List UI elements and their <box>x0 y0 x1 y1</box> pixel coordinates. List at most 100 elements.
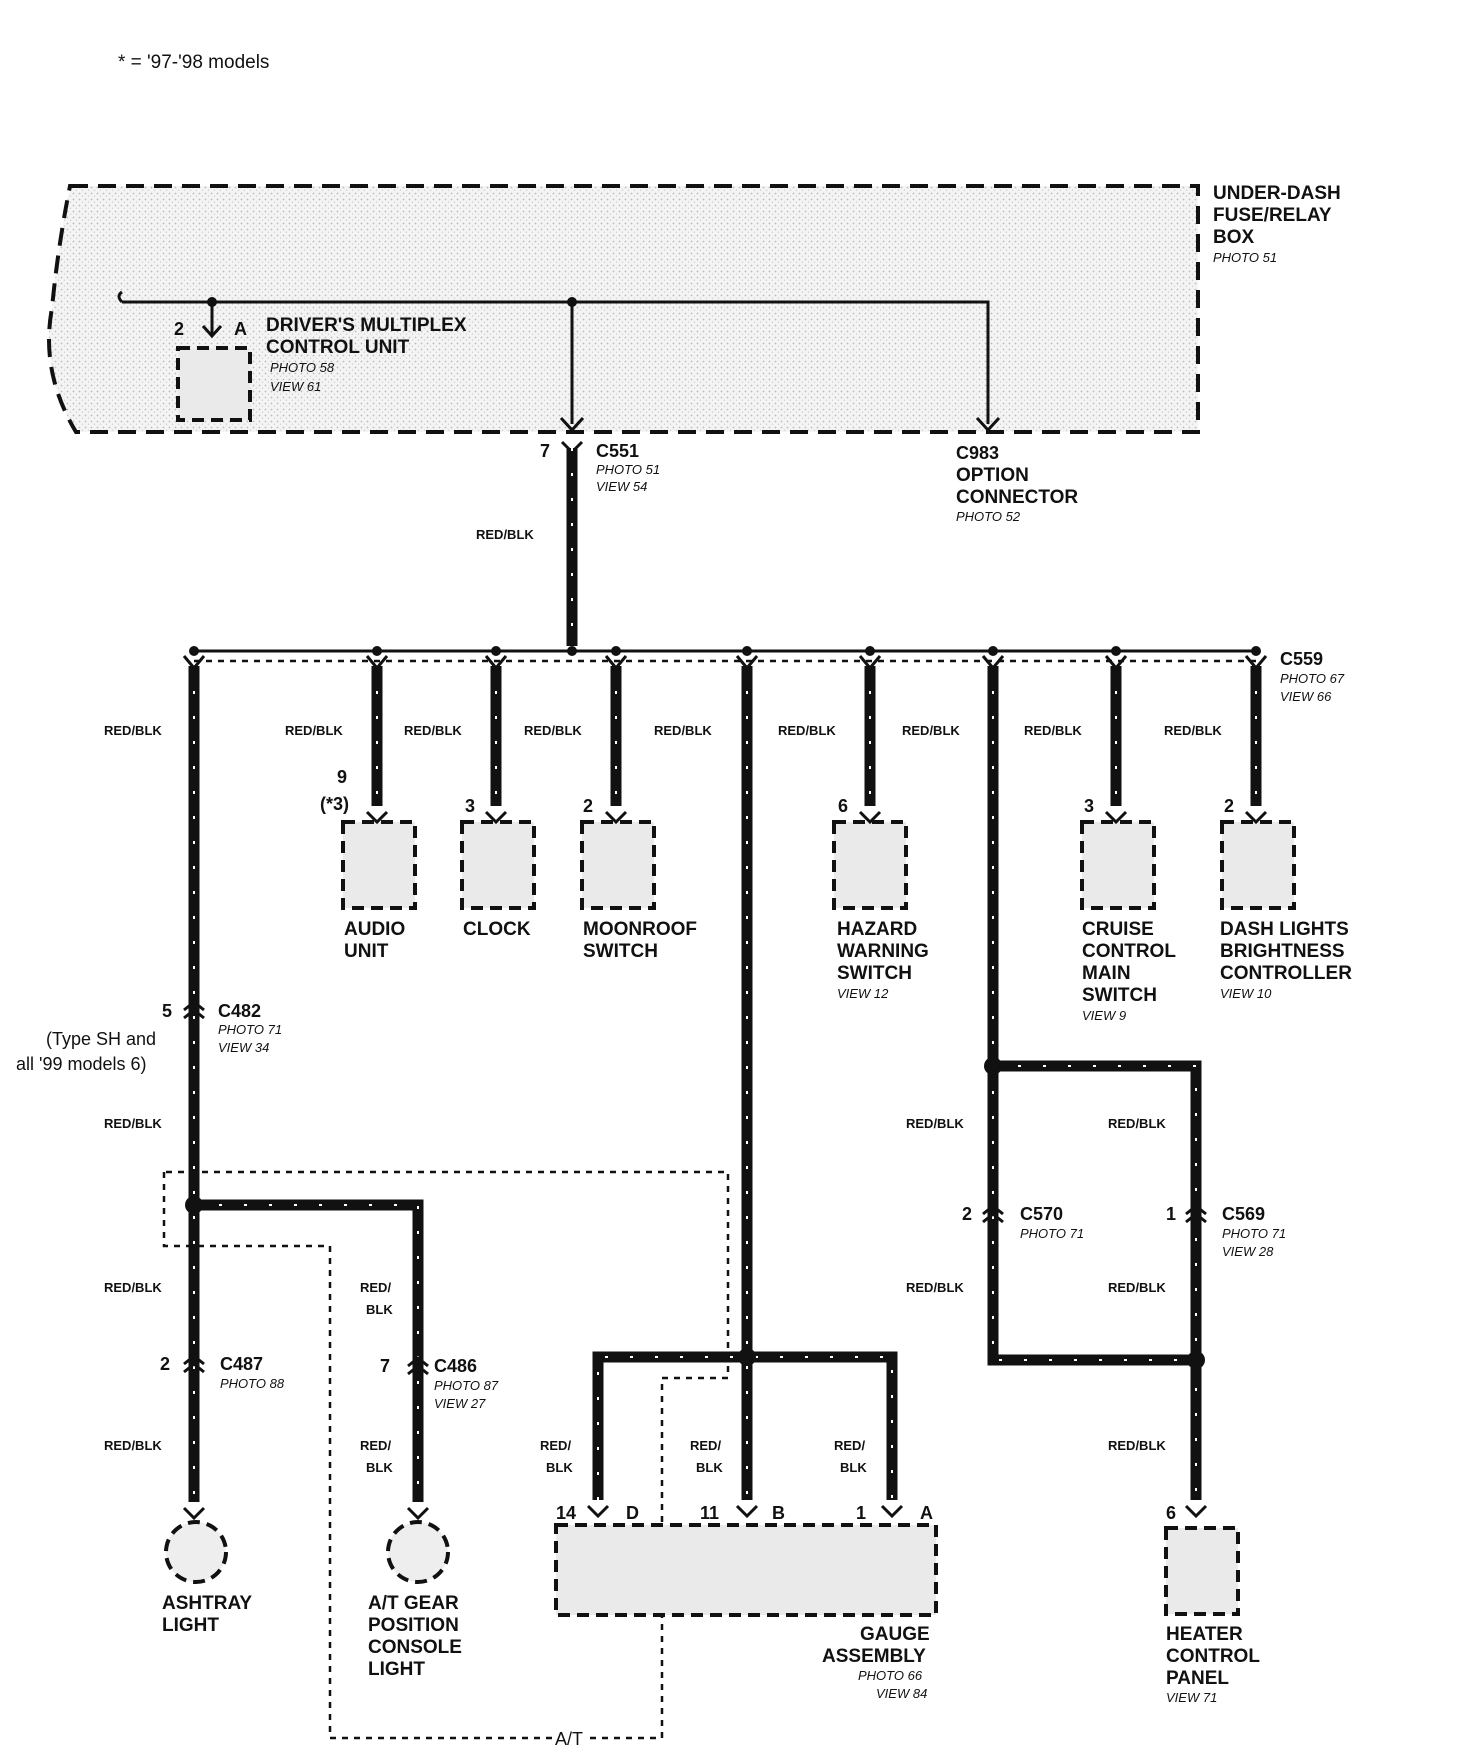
heater-view: VIEW 71 <box>1166 1690 1217 1705</box>
dmcu-terminal: A <box>234 319 247 339</box>
at-gear-label: A/T GEAR <box>368 1593 459 1614</box>
c570-name: C570 <box>1020 1204 1063 1224</box>
splice-dots <box>185 1057 1205 1369</box>
c559-bus-dots <box>189 646 1261 656</box>
gauge-connector-marks <box>586 1504 904 1519</box>
hazard-pin: 6 <box>838 796 848 816</box>
c569-name: C569 <box>1222 1204 1265 1224</box>
wire-color-label: RED/BLK <box>1164 723 1222 738</box>
c551-photo: PHOTO 51 <box>596 462 660 477</box>
wire-color-label: RED/BLK <box>1108 1438 1166 1453</box>
clock-pin: 3 <box>465 796 475 816</box>
c482-note: all '99 models 6) <box>16 1054 147 1074</box>
wire-color-label: RED/BLK <box>654 723 712 738</box>
wire-color-label: RED/BLK <box>476 527 534 542</box>
wire-color-label: BLK <box>366 1302 393 1317</box>
branch-wires <box>188 666 1262 1502</box>
c551-arrow <box>559 416 585 433</box>
c551-pin: 7 <box>540 441 550 461</box>
clock-box <box>460 820 536 910</box>
branch-connector-marks <box>182 655 1268 671</box>
c569-photo: PHOTO 71 <box>1222 1226 1286 1241</box>
gauge-assembly-box <box>554 1523 938 1617</box>
c482-view: VIEW 34 <box>218 1040 269 1055</box>
wire-color-label: RED/BLK <box>1108 1280 1166 1295</box>
fuse-box-label: BOX <box>1213 227 1255 248</box>
c559-view: VIEW 66 <box>1280 689 1332 704</box>
gauge-photo: PHOTO 66 <box>858 1668 923 1683</box>
ashtray-connector <box>182 1506 206 1521</box>
gauge-pin: 1 <box>856 1503 866 1523</box>
c559-name: C559 <box>1280 649 1323 669</box>
wire-color-label: RED/ <box>360 1280 391 1295</box>
heater-label: HEATER <box>1166 1624 1243 1645</box>
c482-connector <box>183 1000 205 1020</box>
dmcu-photo: PHOTO 58 <box>270 360 335 375</box>
gauge-pin: 14 <box>556 1503 576 1523</box>
hazard-label: HAZARD <box>837 919 917 940</box>
clock-label: CLOCK <box>463 919 531 940</box>
c487-name: C487 <box>220 1354 263 1374</box>
heater-control-panel-box <box>1164 1526 1240 1616</box>
at-option-region <box>162 1170 730 1740</box>
dash-pin: 2 <box>1224 796 1234 816</box>
heater-pin: 6 <box>1166 1503 1176 1523</box>
c569-view: VIEW 28 <box>1222 1244 1274 1259</box>
cruise-pin: 3 <box>1084 796 1094 816</box>
wire-color-label: RED/BLK <box>404 723 462 738</box>
moonroof-label: SWITCH <box>583 941 658 962</box>
heater-label: CONTROL <box>1166 1646 1260 1667</box>
hazard-label: SWITCH <box>837 963 912 984</box>
moonroof-label: MOONROOF <box>583 919 697 940</box>
gauge-label: ASSEMBLY <box>822 1646 926 1667</box>
cruise-switch-box <box>1080 820 1156 910</box>
wire-color-label: RED/BLK <box>104 1438 162 1453</box>
c569-pin: 1 <box>1166 1204 1176 1224</box>
hazard-label: WARNING <box>837 941 929 962</box>
at-gear-label: POSITION <box>368 1615 459 1636</box>
audio-pin: 9 <box>337 767 347 787</box>
heater-connector <box>1184 1504 1208 1519</box>
wire-color-label: BLK <box>366 1460 393 1475</box>
wire-color-label: BLK <box>840 1460 867 1475</box>
cruise-label: CRUISE <box>1082 919 1154 940</box>
gauge-pin: 11 <box>700 1503 719 1523</box>
moonroof-switch-box <box>580 820 656 910</box>
wire-color-label: RED/BLK <box>906 1280 964 1295</box>
wire-color-label: RED/BLK <box>104 1280 162 1295</box>
dmcu-view: VIEW 61 <box>270 379 321 394</box>
at-gear-label: LIGHT <box>368 1659 425 1680</box>
heater-label: PANEL <box>1166 1668 1229 1689</box>
dmcu-pin: 2 <box>174 319 184 339</box>
wire-color-label: RED/BLK <box>524 723 582 738</box>
wire-color-label: RED/BLK <box>1024 723 1082 738</box>
junction-dot <box>567 297 577 307</box>
component-connector-marks <box>365 810 1268 825</box>
gauge-terminal: B <box>772 1503 785 1523</box>
at-gear-light-bulb-icon <box>386 1520 450 1584</box>
audio-unit-box <box>341 820 417 910</box>
wire-color-label: RED/BLK <box>902 723 960 738</box>
c486-photo: PHOTO 87 <box>434 1378 499 1393</box>
c551-view: VIEW 54 <box>596 479 647 494</box>
c559-photo: PHOTO 67 <box>1280 671 1345 686</box>
at-label: A/T <box>555 1729 583 1749</box>
wire-color-label: RED/BLK <box>1108 1116 1166 1131</box>
dash-label: CONTROLLER <box>1220 963 1352 984</box>
audio-pin-note: (*3) <box>320 794 349 814</box>
wire-color-label: BLK <box>546 1460 573 1475</box>
junction-dot <box>207 297 217 307</box>
c487-photo: PHOTO 88 <box>220 1376 285 1391</box>
c486-view: VIEW 27 <box>434 1396 486 1411</box>
dmcu-arrow <box>201 324 223 339</box>
c482-note: (Type SH and <box>46 1029 156 1049</box>
dmcu-label: DRIVER'S MULTIPLEX <box>266 315 467 336</box>
fuse-box-label: UNDER-DASH <box>1213 183 1341 204</box>
c570-photo: PHOTO 71 <box>1020 1226 1084 1241</box>
wire-color-label: BLK <box>696 1460 723 1475</box>
hazard-switch-box <box>832 820 908 910</box>
dash-label: DASH LIGHTS <box>1220 919 1349 940</box>
wire-color-label: RED/BLK <box>104 723 162 738</box>
wire-color-label: RED/ <box>834 1438 865 1453</box>
c569-connector <box>1185 1204 1207 1224</box>
